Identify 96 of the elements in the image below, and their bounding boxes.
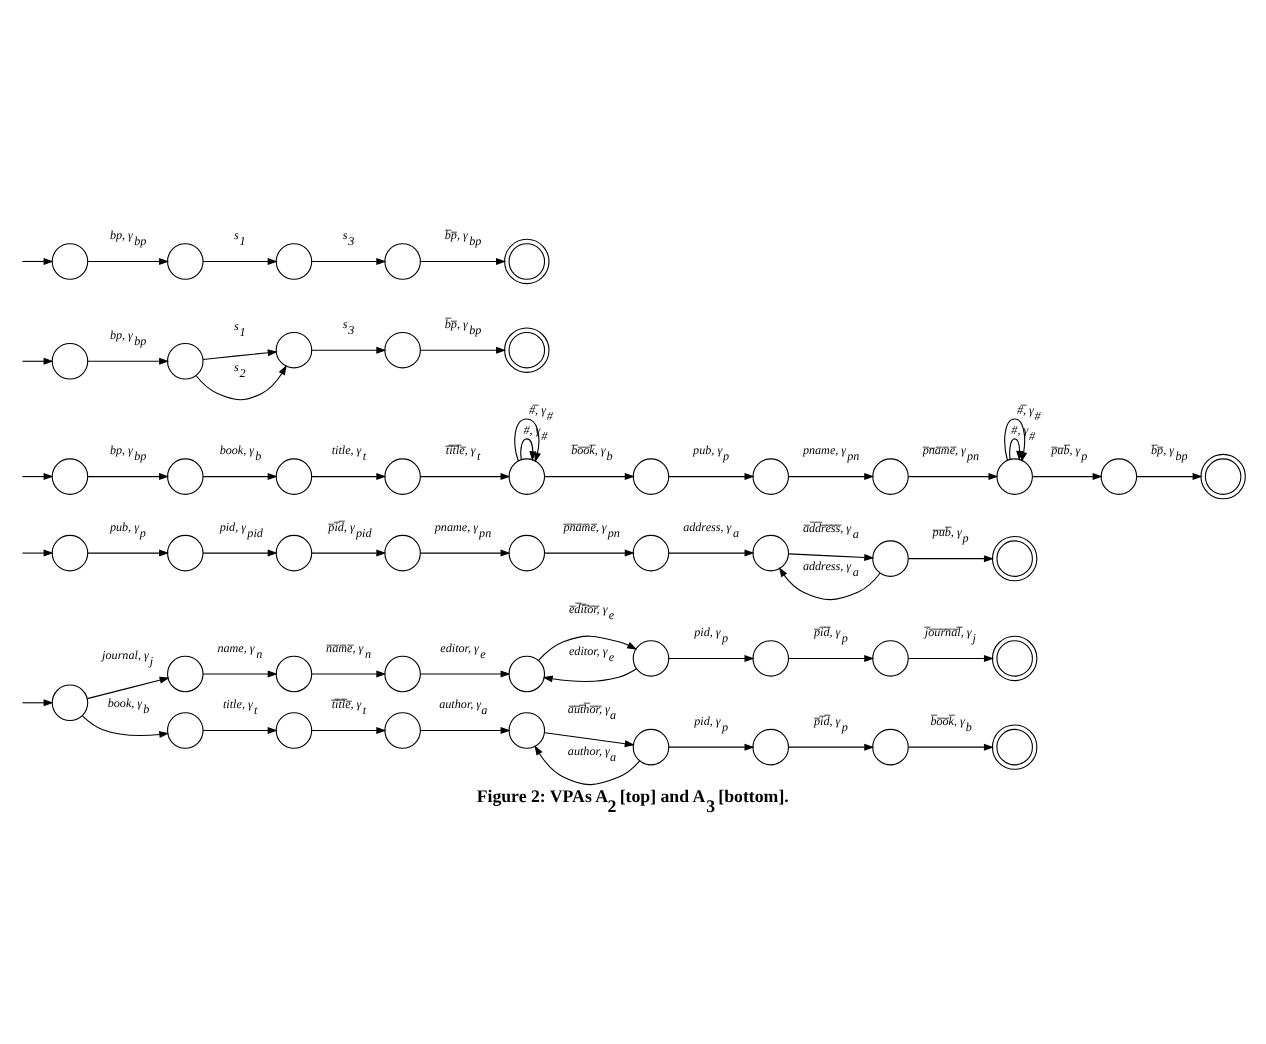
node-circle [275,243,313,280]
arrow [908,473,999,481]
node-circle [632,728,670,766]
node-circle [996,458,1033,495]
arrow [908,654,994,662]
node-circle [384,243,421,280]
arrow [1032,473,1103,481]
node-circle [872,728,909,766]
node-circle [752,534,790,572]
arrow [778,567,881,601]
arrow [87,473,170,481]
arrow [420,473,511,481]
node-circle [51,684,89,722]
node-circle [508,534,546,572]
node-circle [632,640,670,677]
arrow [311,549,387,557]
node-circle [752,458,790,495]
node-circle [275,458,313,495]
node-circle [508,712,546,749]
node-circle [275,655,313,693]
node-circle [384,655,421,693]
node-circle [872,458,909,495]
arrow [420,258,507,265]
arrow [311,727,387,734]
arrow [534,745,641,786]
node-circle [752,640,790,677]
arrow [21,549,54,557]
arrow [202,727,278,734]
node-circle [384,534,421,572]
arrow [195,364,287,401]
arrow [311,346,387,354]
node-circle [508,655,546,693]
node-circle [384,331,421,369]
arrow [420,549,511,557]
arrow [202,473,278,481]
arrow [788,553,875,561]
arrow [311,258,387,265]
arrow [21,357,54,365]
arrow [668,473,755,481]
arrow [668,654,755,662]
arrow [788,654,875,662]
arrow [514,418,541,463]
arrow [542,668,637,683]
node-circle [384,712,421,749]
arrow [86,676,170,700]
node-circle [872,540,909,577]
node-circle [167,712,204,749]
arrow [668,743,755,751]
arrow [544,732,635,748]
node-circle [51,534,89,572]
arrow [544,549,635,557]
node-circle [167,534,204,572]
arrow [21,258,54,265]
arrow [202,670,278,678]
node-circle [275,331,313,369]
node-circle [632,458,670,495]
arrow [202,549,278,557]
arrow [202,258,278,265]
node-circle [51,342,89,380]
node-doublecircle [991,535,1038,582]
arrow [21,699,54,707]
arrow [87,258,170,265]
arrow [420,670,511,678]
arrow [420,346,507,354]
node-circle [384,458,421,495]
arrow [21,473,54,481]
arrow [81,715,170,738]
node-circle [167,458,204,495]
node-circle [275,712,313,749]
arrow [1136,473,1203,481]
arrow [202,349,278,361]
arrow [544,473,635,481]
node-circle [752,728,790,766]
node-circle [1100,458,1138,495]
arrow [788,743,875,751]
node-circle [632,534,670,572]
arrow [311,670,387,678]
arrow [311,473,387,481]
arrow [87,357,170,365]
node-circle [167,342,204,380]
node-circle [167,655,204,693]
arrow [87,549,170,557]
arrow [520,438,537,462]
node-circle [167,243,204,280]
node-circle [51,243,89,280]
node-doublecircle [991,635,1038,682]
node-circle [508,458,546,495]
arrow [788,473,875,481]
arrow [420,727,511,734]
arrow [908,743,994,751]
arrow [537,635,638,661]
node-circle [275,534,313,572]
node-circle [51,458,89,495]
node-circle [872,640,909,677]
arrow [908,555,994,563]
arrow [668,549,755,557]
